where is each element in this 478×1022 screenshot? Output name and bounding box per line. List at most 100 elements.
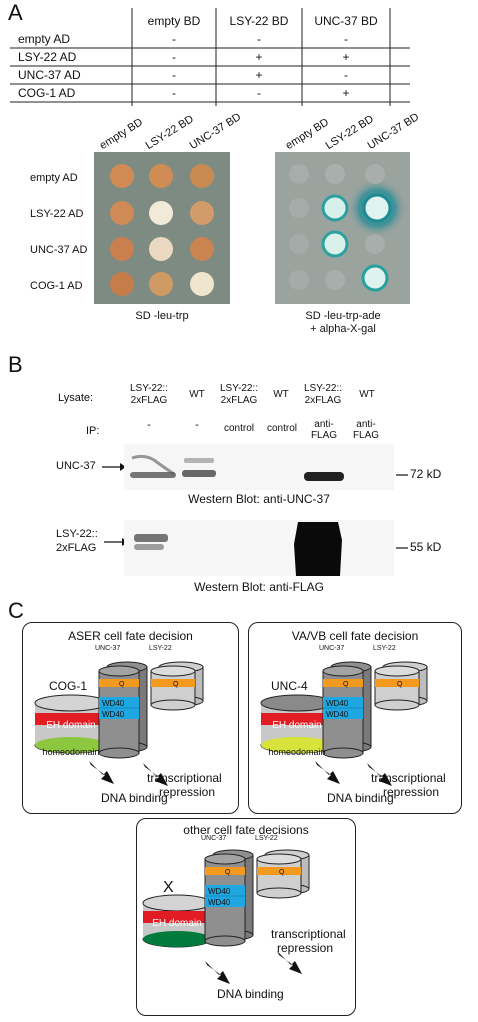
dna-binding-label: DNA binding <box>327 791 394 805</box>
q-label: Q <box>279 869 284 876</box>
lane-ip: control <box>262 423 302 434</box>
blot2-caption: Western Blot: anti-FLAG <box>124 580 394 594</box>
lane-ip: - <box>182 419 212 431</box>
q-label: Q <box>343 681 348 688</box>
table-cell: - <box>302 32 390 46</box>
western-blot-unc37 <box>124 444 394 490</box>
arrow-icon <box>315 761 340 784</box>
plate-right-col-label: empty BD <box>284 116 331 152</box>
lane-ip: anti-FLAG <box>344 419 388 441</box>
table-cell: - <box>132 68 216 82</box>
plate-row-label: LSY-22 AD <box>30 208 83 220</box>
plate-left-col-label: empty BD <box>98 116 145 152</box>
plate-row-label: empty AD <box>30 172 78 184</box>
lane-lysate: LSY-22:: <box>214 383 264 394</box>
yeast-plate-right-image <box>275 152 410 304</box>
lane-lysate: WT <box>266 389 296 400</box>
table-cell: + <box>216 68 302 82</box>
wd40-label: WD40 <box>326 699 348 708</box>
unc37-label: UNC-37 <box>319 645 344 652</box>
western-blot-flag <box>124 520 394 576</box>
dna-binding-label: DNA binding <box>217 987 284 1001</box>
ip-label: IP: <box>86 425 99 437</box>
lysate-label: Lysate: <box>58 392 93 404</box>
table-row-label: empty AD <box>18 32 70 46</box>
lane-ip: - <box>124 419 174 431</box>
blot1-band-label: UNC-37 <box>56 460 96 472</box>
diagram-box-aser: ASER cell fate decision COG-1 EH domain … <box>22 622 239 814</box>
plate-row-label: UNC-37 AD <box>30 244 87 256</box>
plate-right-caption-2: + alpha-X-gal <box>268 323 418 335</box>
plate-left-col-label: UNC-37 BD <box>188 111 244 152</box>
table-cell: + <box>302 86 390 100</box>
panel-c-letter: C <box>8 598 24 624</box>
blot1-caption: Western Blot: anti-UNC-37 <box>124 492 394 506</box>
blot2-image <box>124 520 394 576</box>
repression-label-1: transcriptional <box>271 927 346 941</box>
lsy22-label: LSY-22 <box>255 835 278 842</box>
lane-ip: control <box>214 423 264 434</box>
homeodomain-label: homeodomain <box>261 747 333 757</box>
lane-ip: anti-FLAG <box>304 419 344 441</box>
wd40-label: WD40 <box>326 710 348 719</box>
table-cell: - <box>132 32 216 46</box>
yeast-plate-selection <box>94 152 230 304</box>
table-cell: + <box>302 50 390 64</box>
wd40-label: WD40 <box>208 887 230 896</box>
diagram-box-vavb: VA/VB cell fate decision UNC-4 EH domain… <box>248 622 462 814</box>
eh-domain-label: EH domain <box>261 720 333 731</box>
repression-label-1: transcriptional <box>147 771 222 785</box>
repression-label-2: repression <box>277 941 333 955</box>
table-cell: - <box>216 86 302 100</box>
lane-lysate: WT <box>352 389 382 400</box>
plate-right-caption-1: SD -leu-trp-ade <box>268 310 418 322</box>
table-row-label: UNC-37 AD <box>18 68 81 82</box>
yeast-plate-reporter <box>275 152 410 304</box>
lane-lysate: 2xFLAG <box>298 395 348 406</box>
marker-tick <box>396 545 410 551</box>
blot1-image <box>124 444 394 490</box>
blot1-marker: 72 kD <box>410 467 441 481</box>
lane-lysate: 2xFLAG <box>124 395 174 406</box>
yeast-plate-left-image <box>94 152 230 304</box>
q-label: Q <box>397 681 402 688</box>
blot2-band-label-1: LSY-22:: <box>56 528 98 540</box>
unc37-label: UNC-37 <box>201 835 226 842</box>
table-col-empty-bd: empty BD <box>132 14 216 28</box>
diagram-box-other: other cell fate decisions X EH domain UN… <box>136 818 356 1016</box>
table-cell: + <box>216 50 302 64</box>
plate-right-col-label: UNC-37 BD <box>366 111 422 152</box>
marker-tick <box>396 472 410 478</box>
q-label: Q <box>225 869 230 876</box>
table-cell: - <box>132 50 216 64</box>
plate-left-caption: SD -leu-trp <box>94 310 230 322</box>
lane-lysate: LSY-22:: <box>124 383 174 394</box>
table-cell: - <box>216 32 302 46</box>
homeodomain-label: homeodomain <box>35 747 107 757</box>
box3-factor: X <box>163 879 174 897</box>
wd40-label: WD40 <box>208 898 230 907</box>
repression-label-1: transcriptional <box>371 771 446 785</box>
lsy22-label: LSY-22 <box>149 645 172 652</box>
interaction-table: empty BD LSY-22 BD UNC-37 BD empty AD - … <box>10 8 410 106</box>
blot2-band-label-2: 2xFLAG <box>56 542 96 554</box>
lane-lysate: LSY-22:: <box>298 383 348 394</box>
q-label: Q <box>173 681 178 688</box>
lane-lysate: 2xFLAG <box>214 395 264 406</box>
arrow-right-icon <box>102 462 126 472</box>
wd40-label: WD40 <box>102 710 124 719</box>
plate-left-col-label: LSY-22 BD <box>144 113 196 152</box>
blot2-marker: 55 kD <box>410 540 441 554</box>
table-col-unc37-bd: UNC-37 BD <box>302 14 390 28</box>
arrow-icon <box>205 961 230 984</box>
wd40-label: WD40 <box>102 699 124 708</box>
box3-diagram <box>137 819 355 1015</box>
lane-lysate: WT <box>182 389 212 400</box>
unc37-label: UNC-37 <box>95 645 120 652</box>
dna-binding-label: DNA binding <box>101 791 168 805</box>
table-cell: - <box>132 86 216 100</box>
arrow-icon <box>89 761 114 784</box>
plate-row-label: COG-1 AD <box>30 280 83 292</box>
eh-domain-label: EH domain <box>35 720 107 731</box>
lsy22-label: LSY-22 <box>373 645 396 652</box>
